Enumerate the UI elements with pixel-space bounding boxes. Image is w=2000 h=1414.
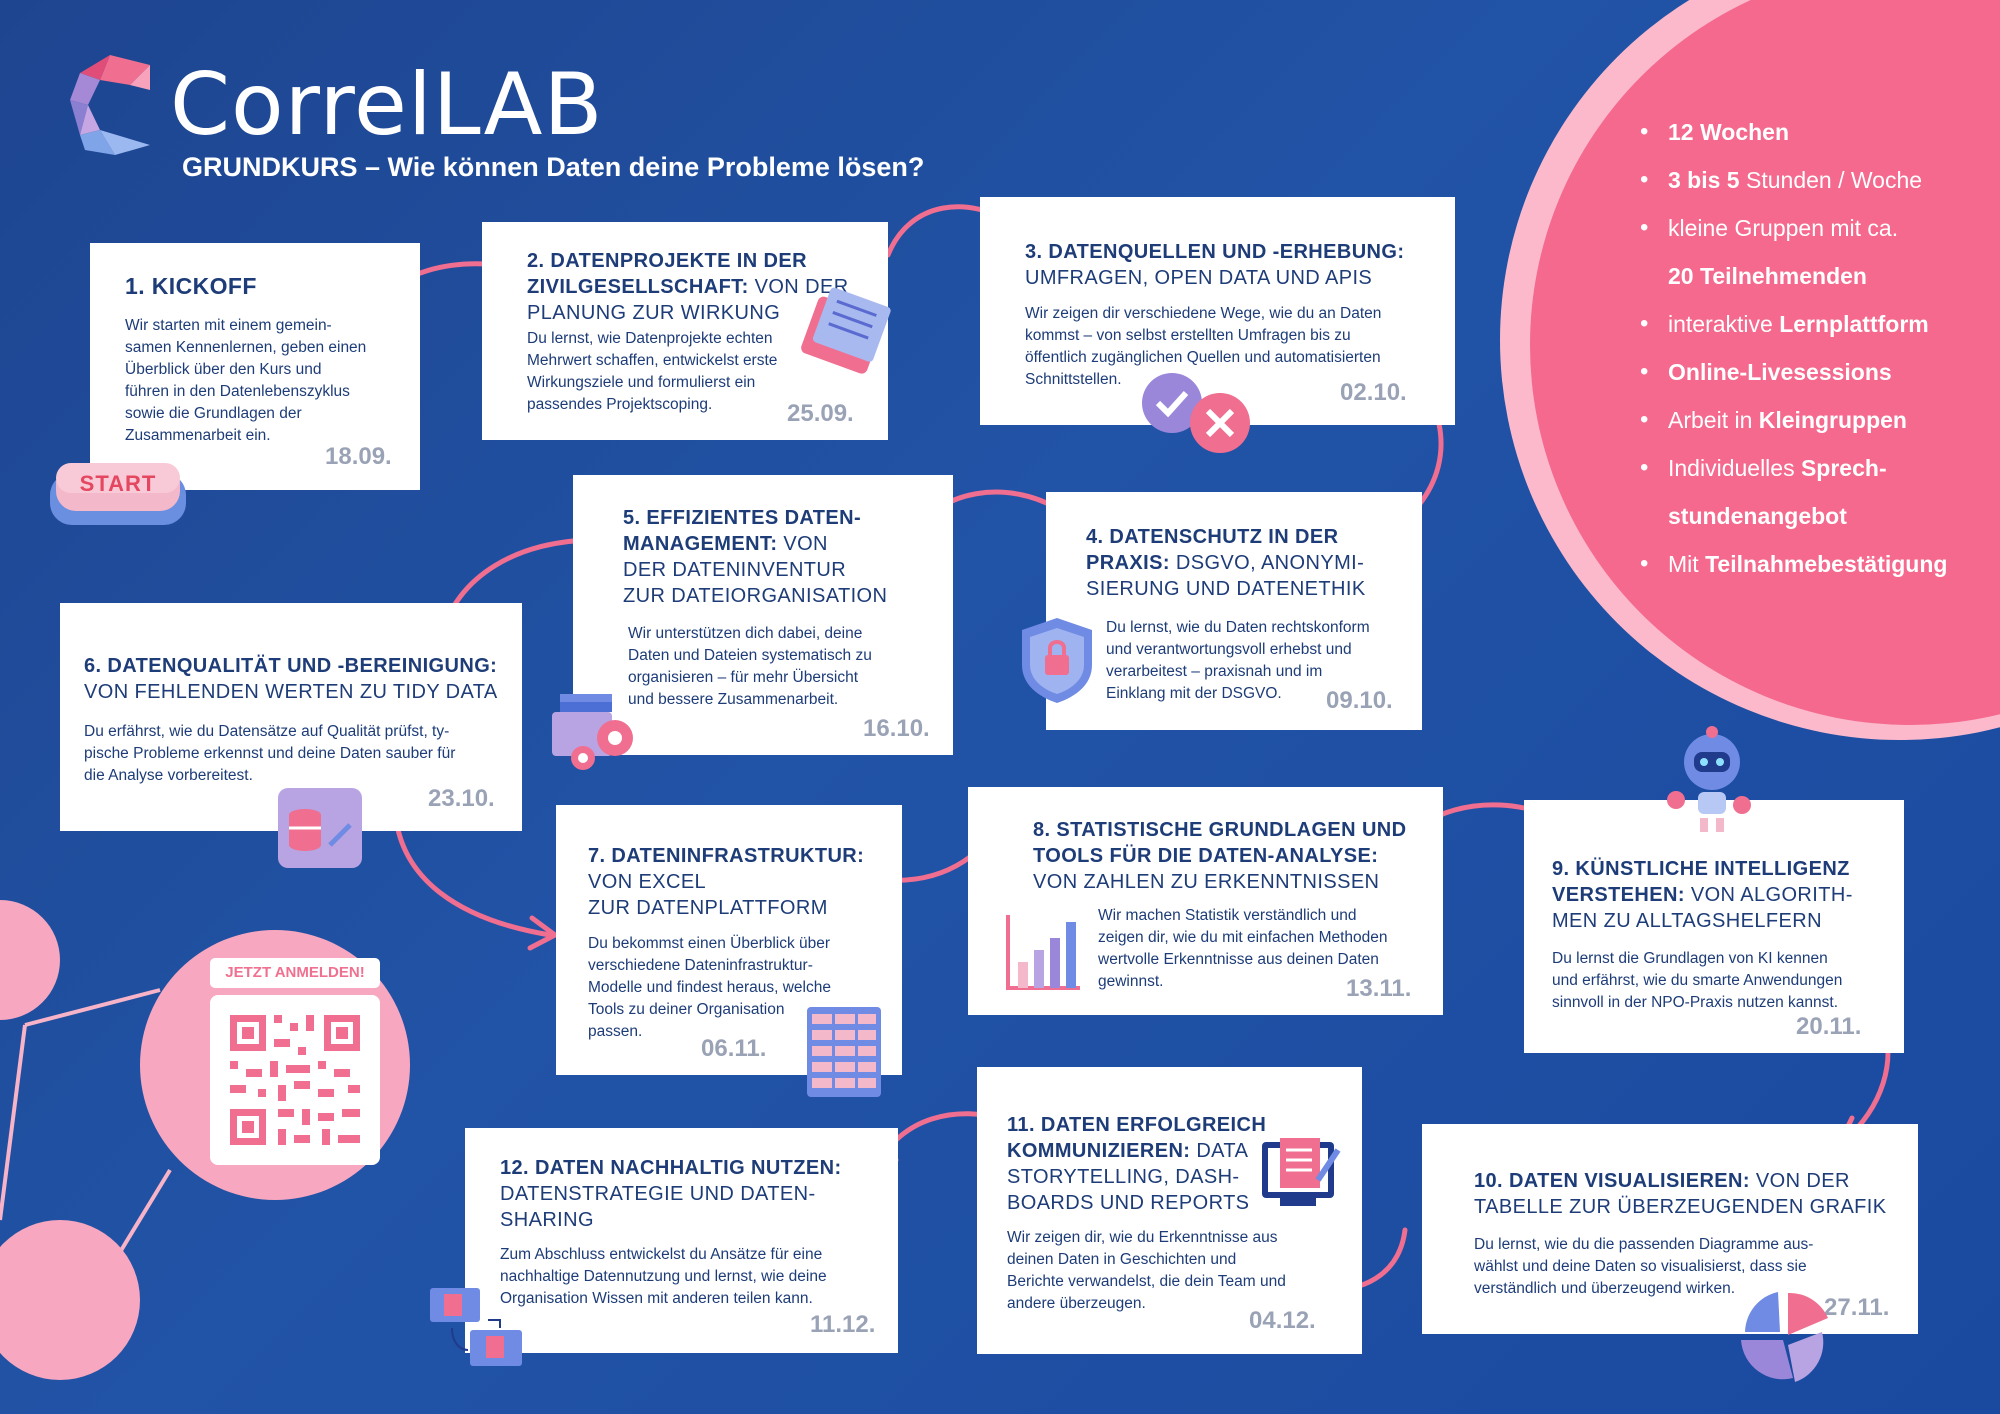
module-description: Wir unterstützen dich dabei, deine Daten…: [628, 625, 872, 708]
brand-logo-text: CorrelLAB: [170, 55, 604, 155]
module-title: 11. DATEN ERFOLGREICH KOMMUNIZIEREN: DAT…: [1007, 1114, 1267, 1214]
module-card-4: 4. DATENSCHUTZ IN DER PRAXIS: DSGVO, ANO…: [1046, 492, 1422, 730]
course-fact-item: interaktive Lernplattform: [1640, 300, 2000, 348]
module-title: 6. DATENQUALITÄT UND -BEREINIGUNG: VON F…: [84, 655, 498, 703]
course-fact-item: 12 Wochen: [1640, 108, 2000, 156]
module-card-11: 11. DATEN ERFOLGREICH KOMMUNIZIEREN: DAT…: [977, 1067, 1362, 1354]
module-description: Wir zeigen dir verschiedene Wege, wie du…: [1025, 305, 1382, 388]
module-card-1: 1. KICKOFF Wir starten mit einem gemein-…: [90, 243, 420, 490]
module-card-3: 3. DATENQUELLEN UND -ERHEBUNG: UMFRAGEN,…: [980, 197, 1455, 425]
module-card-5: 5. EFFIZIENTES DATEN- MANAGEMENT: VON DE…: [573, 475, 953, 755]
module-date: 06.11.: [701, 1035, 767, 1062]
course-fact-item: stundenangebot: [1668, 503, 1847, 529]
module-description: Zum Abschluss entwickelst du Ansätze für…: [500, 1246, 827, 1307]
module-title: 1. KICKOFF: [125, 273, 257, 299]
module-card-12: 12. DATEN NACHHALTIG NUTZEN: DATENSTRATE…: [465, 1128, 898, 1353]
page-subtitle: GRUNDKURS – Wie können Daten deine Probl…: [182, 152, 925, 182]
module-card-8: 8. STATISTISCHE GRUNDLAGEN UND TOOLS FÜR…: [968, 787, 1443, 1015]
module-date: 16.10.: [863, 715, 930, 742]
module-title: 2. DATENPROJEKTE IN DER ZIVILGESELLSCHAF…: [527, 250, 849, 324]
start-button-icon: [50, 463, 186, 525]
module-date: 13.11.: [1346, 975, 1412, 1002]
module-date: 18.09.: [325, 443, 392, 470]
correllab-logo-icon: [70, 55, 150, 155]
module-card-2: 2. DATENPROJEKTE IN DER ZIVILGESELLSCHAF…: [482, 222, 888, 440]
module-description: Du lernst die Grundlagen von KI kennen u…: [1552, 950, 1843, 1011]
module-date: 11.12.: [810, 1311, 876, 1338]
module-description: Du lernst, wie du die passenden Diagramm…: [1474, 1236, 1814, 1297]
course-fact-item: Individuelles Sprech-: [1640, 444, 2000, 492]
module-title: 3. DATENQUELLEN UND -ERHEBUNG: UMFRAGEN,…: [1025, 241, 1405, 289]
module-card-6: 6. DATENQUALITÄT UND -BEREINIGUNG: VON F…: [60, 603, 522, 831]
module-title: 12. DATEN NACHHALTIG NUTZEN: DATENSTRATE…: [500, 1157, 842, 1231]
course-fact-item: kleine Gruppen mit ca.: [1640, 204, 2000, 252]
module-title: 9. KÜNSTLICHE INTELLIGENZ VERSTEHEN: VON…: [1552, 858, 1853, 932]
module-description: Du lernst, wie Datenprojekte echten Mehr…: [527, 330, 778, 413]
module-date: 20.11.: [1796, 1013, 1862, 1040]
course-fact-item: Mit Teilnahmebestätigung: [1640, 540, 2000, 588]
module-description: Wir machen Statistik verständlich und ze…: [1098, 907, 1388, 990]
course-facts-list: 12 Wochen3 bis 5 Stunden / Wochekleine G…: [1640, 108, 2000, 588]
start-button[interactable]: START: [50, 463, 186, 525]
start-button-label: START: [79, 471, 157, 496]
module-card-9: 9. KÜNSTLICHE INTELLIGENZ VERSTEHEN: VON…: [1524, 800, 1904, 1053]
module-date: 02.10.: [1340, 379, 1407, 406]
qr-code-icon[interactable]: [210, 995, 380, 1165]
module-description: Du bekommst einen Überblick über verschi…: [588, 935, 831, 1040]
module-title: 8. STATISTISCHE GRUNDLAGEN UND TOOLS FÜR…: [1033, 819, 1407, 893]
signup-label: JETZT ANMELDEN!: [210, 958, 380, 988]
course-fact-item: 20 Teilnehmenden: [1668, 263, 1867, 289]
course-fact-item: Online-Livesessions: [1640, 348, 2000, 396]
module-date: 25.09.: [787, 400, 854, 427]
module-description: Wir starten mit einem gemein- samen Kenn…: [125, 317, 367, 444]
module-description: Wir zeigen dir, wie du Erkenntnisse aus …: [1007, 1229, 1286, 1312]
module-card-7: 7. DATENINFRASTRUKTUR: VON EXCEL ZUR DAT…: [556, 805, 902, 1075]
module-date: 04.12.: [1249, 1307, 1316, 1334]
module-title: 7. DATENINFRASTRUKTUR: VON EXCEL ZUR DAT…: [588, 845, 865, 919]
module-title: 4. DATENSCHUTZ IN DER PRAXIS: DSGVO, ANO…: [1086, 526, 1366, 600]
module-date: 27.11.: [1824, 1294, 1890, 1321]
module-date: 09.10.: [1326, 687, 1393, 714]
module-date: 23.10.: [428, 785, 495, 812]
module-description: Du erfährst, wie du Datensätze auf Quali…: [84, 723, 456, 784]
module-card-10: 10. DATEN VISUALISIEREN: VON DER TABELLE…: [1422, 1124, 1918, 1334]
module-title: 5. EFFIZIENTES DATEN- MANAGEMENT: VON DE…: [623, 507, 888, 607]
module-title: 10. DATEN VISUALISIEREN: VON DER TABELLE…: [1474, 1170, 1887, 1218]
course-fact-item: Arbeit in Kleingruppen: [1640, 396, 2000, 444]
module-description: Du lernst, wie du Daten rechtskonform un…: [1106, 619, 1370, 702]
course-fact-item: 3 bis 5 Stunden / Woche: [1640, 156, 2000, 204]
